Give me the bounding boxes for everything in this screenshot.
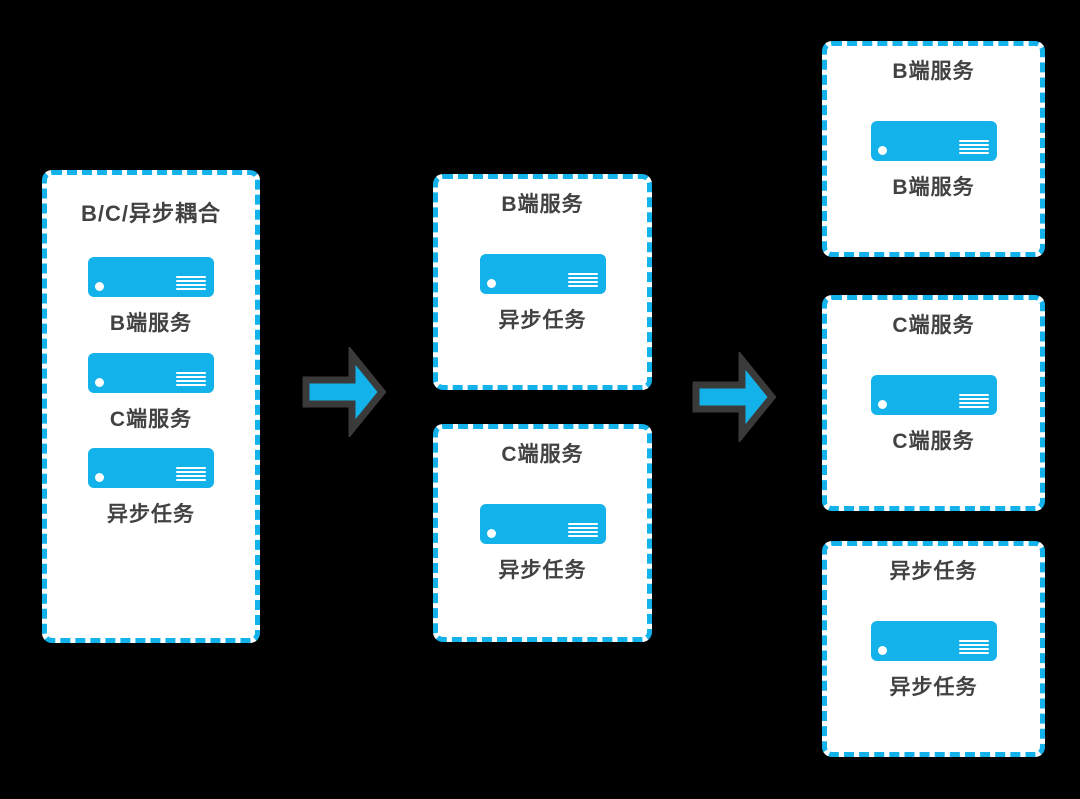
- service-label: 异步任务: [107, 503, 195, 526]
- box-title: B端服务: [501, 193, 584, 216]
- service-label: 异步任务: [498, 309, 587, 332]
- service-unit: 异步任务: [88, 448, 214, 528]
- server-led-icon: [486, 529, 496, 538]
- service-unit: 异步任务: [479, 254, 606, 334]
- server-icon: [870, 121, 997, 161]
- box-c-service-final: C端服务 C端服务: [822, 295, 1045, 511]
- box-b-service-final: B端服务 B端服务: [822, 41, 1045, 257]
- service-unit: B端服务: [870, 121, 997, 201]
- server-led-icon: [877, 400, 887, 409]
- server-vents-icon: [958, 639, 989, 654]
- arrow-right-icon: [302, 347, 387, 437]
- server-led-icon: [95, 282, 104, 291]
- box-b-service: B端服务 异步任务: [433, 174, 652, 390]
- box-c-service: C端服务 异步任务: [433, 424, 652, 642]
- box-title: 异步任务: [889, 560, 978, 583]
- server-vents-icon: [176, 466, 206, 481]
- server-led-icon: [877, 146, 887, 155]
- arrow-right-icon: [692, 352, 777, 442]
- server-led-icon: [95, 378, 104, 387]
- box-coupled-services: B/C/异步耦合 B端服务 C端服务 异步任务: [42, 170, 260, 643]
- service-unit: B端服务: [88, 257, 214, 337]
- server-vents-icon: [958, 393, 989, 408]
- server-icon: [88, 448, 214, 488]
- service-label: B端服务: [109, 312, 193, 335]
- service-label: B端服务: [892, 176, 975, 199]
- server-led-icon: [95, 473, 104, 482]
- server-icon: [479, 254, 606, 294]
- server-led-icon: [877, 646, 887, 655]
- server-vents-icon: [176, 371, 206, 386]
- box-title: B端服务: [892, 60, 975, 83]
- service-unit: C端服务: [88, 353, 214, 433]
- service-label: C端服务: [109, 408, 193, 431]
- server-vents-icon: [958, 139, 989, 154]
- box-title: B/C/异步耦合: [80, 201, 221, 226]
- server-led-icon: [486, 279, 496, 288]
- server-icon: [870, 621, 997, 661]
- service-unit: C端服务: [870, 375, 997, 455]
- service-label: 异步任务: [889, 676, 978, 699]
- box-title: C端服务: [501, 443, 584, 466]
- server-vents-icon: [176, 275, 206, 290]
- service-unit: 异步任务: [479, 504, 606, 584]
- server-icon: [479, 504, 606, 544]
- service-unit: 异步任务: [870, 621, 997, 701]
- server-icon: [88, 353, 214, 393]
- box-async-task-final: 异步任务 异步任务: [822, 541, 1045, 757]
- server-icon: [870, 375, 997, 415]
- service-label: C端服务: [892, 430, 975, 453]
- box-title: C端服务: [892, 314, 975, 337]
- service-label: 异步任务: [498, 559, 587, 582]
- server-vents-icon: [567, 522, 598, 537]
- server-vents-icon: [567, 272, 598, 287]
- server-icon: [88, 257, 214, 297]
